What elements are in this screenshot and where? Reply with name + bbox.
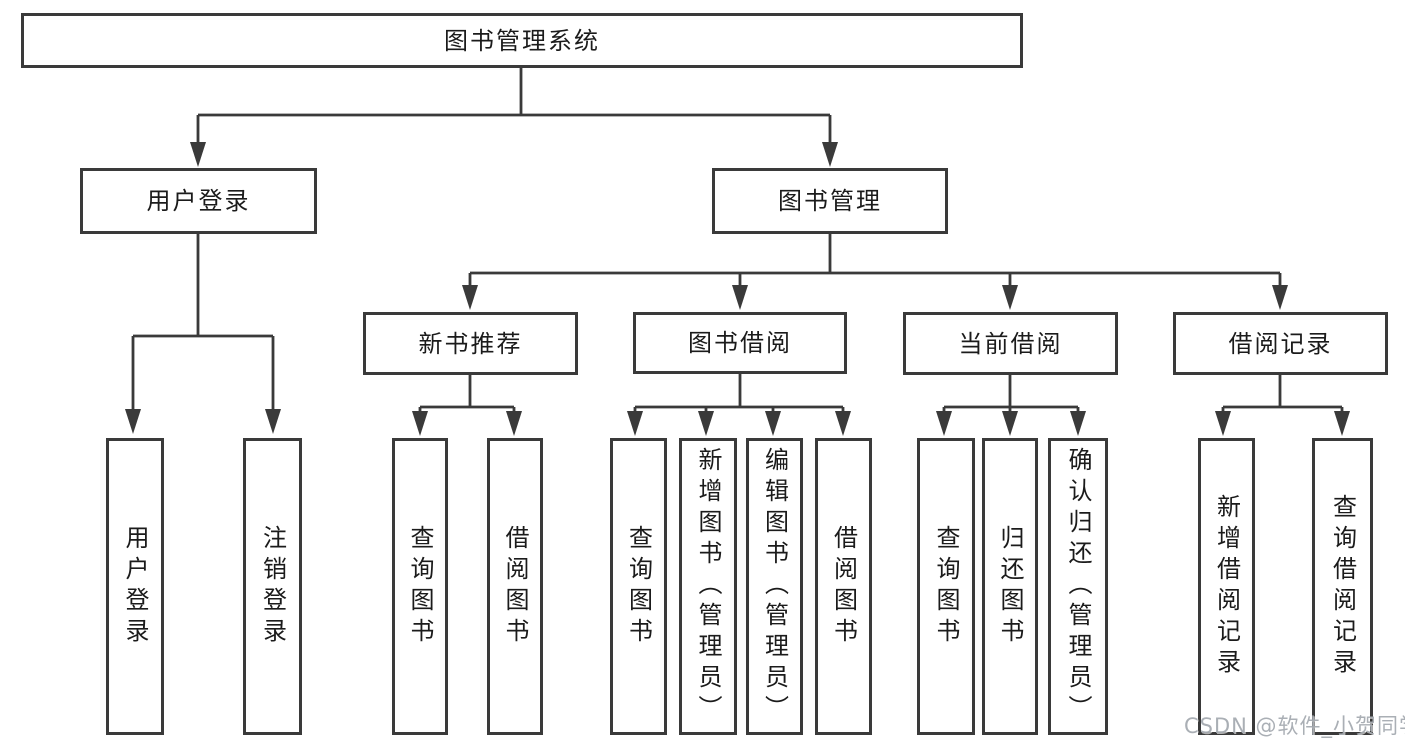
leaf-edit-book-admin: 编辑图书（管理员）: [746, 438, 803, 735]
arrowhead-group: [125, 142, 1350, 436]
arrowhead-icon: [698, 411, 714, 436]
node-current-borrow-label: 当前借阅: [958, 329, 1063, 358]
arrowhead-icon: [765, 411, 781, 436]
leaf-add-borrow-record-label: 新增借阅记录: [1212, 493, 1241, 680]
arrowhead-icon: [1272, 285, 1288, 310]
leaf-logout-label: 注销登录: [258, 524, 287, 649]
arrowhead-icon: [1002, 285, 1018, 310]
leaf-query-book-under-current-label: 查询图书: [932, 524, 960, 649]
leaf-query-borrow-record: 查询借阅记录: [1312, 438, 1373, 735]
arrowhead-icon: [1002, 411, 1018, 436]
node-borrow-records: 借阅记录: [1173, 312, 1388, 375]
leaf-confirm-return-admin-label: 确认归还（管理员）: [1064, 447, 1092, 726]
leaf-query-book-under-borrow-label: 查询图书: [624, 524, 653, 649]
node-borrow-records-label: 借阅记录: [1228, 329, 1333, 358]
leaf-logout: 注销登录: [243, 438, 302, 735]
arrowhead-icon: [265, 409, 281, 434]
node-current-borrow: 当前借阅: [903, 312, 1118, 375]
node-book-borrow: 图书借阅: [633, 312, 847, 374]
leaf-query-book-under-borrow: 查询图书: [610, 438, 667, 735]
node-root-label: 图书管理系统: [444, 26, 600, 55]
arrowhead-icon: [1334, 411, 1350, 436]
connector-book-borrow-to-leaves: [633, 374, 845, 413]
leaf-user-login-label: 用户登录: [121, 524, 149, 649]
arrowhead-icon: [936, 411, 952, 436]
connector-root-to-level2: [196, 68, 832, 144]
connector-new-book-rec-to-leaves: [418, 375, 516, 413]
leaf-borrow-book-under-borrow: 借阅图书: [815, 438, 872, 735]
leaf-return-book: 归还图书: [982, 438, 1038, 735]
leaf-borrow-book-under-borrow-label: 借阅图书: [829, 524, 858, 649]
arrowhead-icon: [125, 409, 141, 434]
leaf-user-login: 用户登录: [106, 438, 164, 735]
leaf-borrow-book-under-recommend: 借阅图书: [487, 438, 543, 735]
arrowhead-icon: [1070, 411, 1086, 436]
arrowhead-icon: [835, 411, 851, 436]
connector-book-mgmt-to-level3: [468, 233, 1282, 287]
node-new-book-rec: 新书推荐: [363, 312, 578, 375]
arrowhead-icon: [412, 411, 428, 436]
leaf-edit-book-admin-label: 编辑图书（管理员）: [760, 447, 789, 726]
leaf-query-book-under-recommend: 查询图书: [392, 438, 448, 735]
node-book-borrow-label: 图书借阅: [688, 329, 792, 357]
leaf-add-book-admin: 新增图书（管理员）: [679, 438, 737, 735]
connector-borrow-records-to-leaves: [1221, 375, 1344, 413]
arrowhead-icon: [732, 285, 748, 310]
arrowhead-icon: [822, 142, 838, 167]
arrowhead-icon: [506, 411, 522, 436]
node-root: 图书管理系统: [21, 13, 1023, 68]
leaf-add-borrow-record: 新增借阅记录: [1198, 438, 1255, 735]
leaf-query-borrow-record-label: 查询借阅记录: [1328, 493, 1357, 680]
node-user-login-label: 用户登录: [146, 187, 251, 215]
node-book-mgmt-label: 图书管理: [778, 187, 882, 215]
leaf-return-book-label: 归还图书: [996, 524, 1024, 649]
node-user-login: 用户登录: [80, 168, 317, 234]
connector-current-borrow-to-leaves: [942, 375, 1080, 413]
arrowhead-icon: [627, 411, 643, 436]
node-book-mgmt: 图书管理: [712, 168, 948, 234]
leaf-borrow-book-under-recommend-label: 借阅图书: [501, 524, 529, 649]
arrowhead-icon: [190, 142, 206, 167]
leaf-confirm-return-admin: 确认归还（管理员）: [1048, 438, 1108, 735]
leaf-add-book-admin-label: 新增图书（管理员）: [694, 447, 722, 726]
leaf-query-book-under-recommend-label: 查询图书: [406, 524, 434, 649]
connector-user-login-to-leaves: [131, 233, 275, 411]
arrowhead-icon: [462, 285, 478, 310]
node-new-book-rec-label: 新书推荐: [418, 329, 523, 358]
leaf-query-book-under-current: 查询图书: [917, 438, 975, 735]
arrowhead-icon: [1215, 411, 1231, 436]
